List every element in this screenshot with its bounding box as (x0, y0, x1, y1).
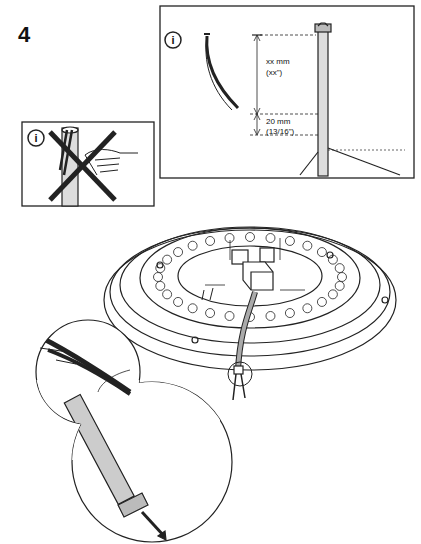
led (317, 248, 326, 257)
led (174, 297, 183, 306)
led (303, 241, 312, 250)
dimension: xx mm (266, 58, 290, 66)
led (303, 304, 312, 313)
led (225, 311, 234, 320)
led (163, 290, 172, 299)
led (246, 233, 255, 242)
dimension: 20 mm (266, 118, 290, 126)
led (174, 248, 183, 257)
led (225, 234, 234, 243)
info-icon: i (171, 35, 174, 46)
led (328, 290, 337, 299)
led (285, 236, 294, 245)
led (338, 273, 347, 282)
led (206, 236, 215, 245)
dimension: (13/16") (266, 128, 294, 136)
info-icon: i (34, 133, 37, 144)
led (206, 309, 215, 318)
led (266, 311, 275, 320)
led (163, 255, 172, 264)
led (156, 281, 165, 290)
led (188, 241, 197, 250)
led (285, 309, 294, 318)
dimension: (xx") (266, 69, 282, 77)
led (335, 281, 344, 290)
led (188, 304, 197, 313)
led (154, 273, 163, 282)
led (317, 297, 326, 306)
led (266, 234, 275, 243)
led (335, 264, 344, 273)
step-number: 4 (18, 24, 30, 46)
